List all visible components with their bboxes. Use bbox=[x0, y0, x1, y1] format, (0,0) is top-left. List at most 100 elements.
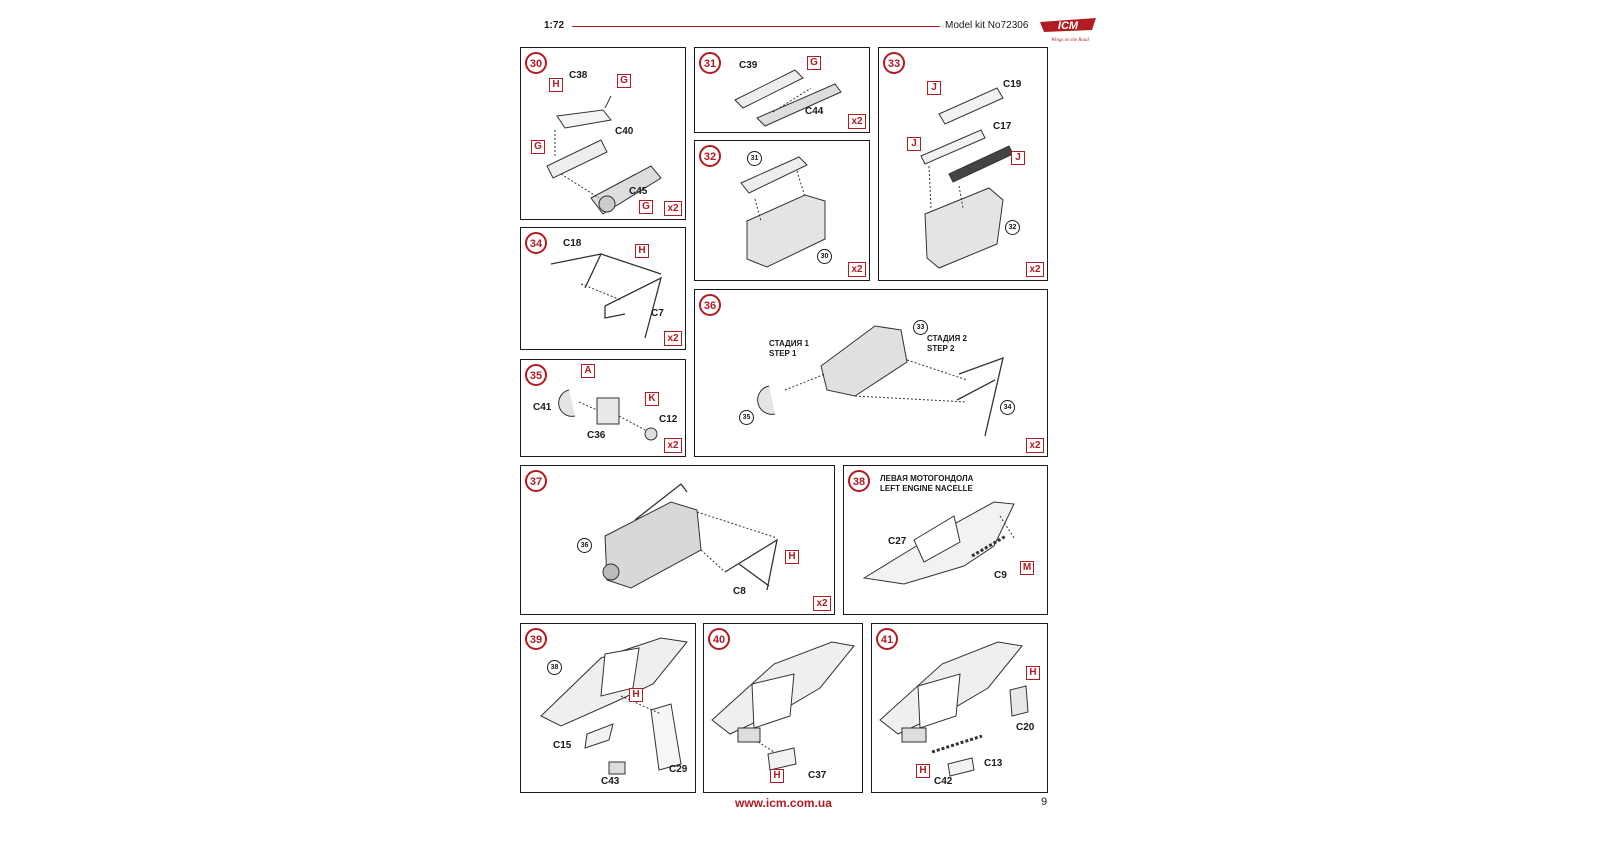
step-reference: 38 bbox=[547, 660, 562, 675]
step-number: 31 bbox=[699, 52, 721, 74]
part-label: C29 bbox=[669, 764, 688, 775]
multiplier-badge: x2 bbox=[1026, 438, 1044, 453]
svg-text:ICM: ICM bbox=[1058, 20, 1079, 32]
part-label: C37 bbox=[808, 770, 827, 781]
sprue-label: J bbox=[927, 81, 941, 95]
step-reference: 33 bbox=[913, 320, 928, 335]
step-number: 41 bbox=[876, 628, 898, 650]
part-label: C18 bbox=[563, 238, 582, 249]
sprue-label: M bbox=[1020, 561, 1034, 575]
part-label: C38 bbox=[569, 70, 588, 81]
step-reference: 30 bbox=[817, 249, 832, 264]
sprue-label: J bbox=[1011, 151, 1025, 165]
step-39-illustration bbox=[540, 637, 688, 775]
multiplier-badge: x2 bbox=[848, 262, 866, 277]
sprue-label: H bbox=[629, 688, 643, 702]
scale-label: 1:72 bbox=[544, 20, 565, 31]
part-label: C9 bbox=[994, 570, 1007, 581]
step-41-panel: 41 C20 C13 C42 H H bbox=[871, 623, 1048, 793]
step-32-illustration bbox=[740, 156, 826, 268]
step-reference: 32 bbox=[1005, 220, 1020, 235]
multiplier-badge: x2 bbox=[848, 114, 866, 129]
part-label: C45 bbox=[629, 186, 648, 197]
header-rule bbox=[572, 26, 940, 27]
step-number: 38 bbox=[848, 470, 870, 492]
part-label: C13 bbox=[984, 758, 1003, 769]
step-35-panel: 35 C41 C36 C12 A K x2 bbox=[520, 359, 686, 457]
step-40-panel: 40 C37 H bbox=[703, 623, 863, 793]
step-reference: 35 bbox=[739, 410, 754, 425]
sprue-label: G bbox=[807, 56, 821, 70]
multiplier-badge: x2 bbox=[664, 201, 682, 216]
step-number: 35 bbox=[525, 364, 547, 386]
part-label: C27 bbox=[888, 536, 907, 547]
sprue-label: H bbox=[770, 769, 784, 783]
step-41-illustration bbox=[879, 641, 1029, 777]
step-39-panel: 39 38 C15 C43 C29 H bbox=[520, 623, 696, 793]
step-30-illustration bbox=[546, 95, 662, 215]
svg-text:Wings on the Road: Wings on the Road bbox=[1051, 38, 1089, 43]
multiplier-badge: x2 bbox=[813, 596, 831, 611]
sprue-label: G bbox=[639, 200, 653, 214]
step-34-illustration bbox=[550, 253, 662, 339]
part-label: C20 bbox=[1016, 722, 1035, 733]
step-number: 34 bbox=[525, 232, 547, 254]
part-label: C17 bbox=[993, 121, 1012, 132]
step-reference: 34 bbox=[1000, 400, 1015, 415]
part-label: C36 bbox=[587, 430, 606, 441]
step-34-panel: 34 C18 C7 H x2 bbox=[520, 227, 686, 350]
step-number: 36 bbox=[699, 294, 721, 316]
model-number: Model kit No72306 bbox=[945, 20, 1029, 31]
part-label: C40 bbox=[615, 126, 634, 137]
sprue-label: G bbox=[531, 140, 545, 154]
sprue-label: A bbox=[581, 364, 595, 378]
sprue-label: J bbox=[907, 137, 921, 151]
page-number: 9 bbox=[1041, 796, 1048, 808]
step-33-illustration bbox=[920, 87, 1014, 269]
sprue-label: H bbox=[1026, 666, 1040, 680]
step-number: 39 bbox=[525, 628, 547, 650]
step-reference: 31 bbox=[747, 151, 762, 166]
sprue-label: H bbox=[635, 244, 649, 258]
multiplier-badge: x2 bbox=[664, 331, 682, 346]
part-label: C43 bbox=[601, 776, 620, 787]
part-label: C7 bbox=[651, 308, 664, 319]
icm-logo-icon: ICM Wings on the Road bbox=[1040, 18, 1096, 43]
step-31-panel: 31 C39 C44 G x2 bbox=[694, 47, 870, 133]
website-link[interactable]: www.icm.com.ua bbox=[735, 796, 832, 810]
multiplier-badge: x2 bbox=[1026, 262, 1044, 277]
step-32-panel: 32 31 30 x2 bbox=[694, 140, 870, 281]
step-36-illustration bbox=[757, 325, 1004, 437]
part-label: C12 bbox=[659, 414, 678, 425]
step-40-illustration bbox=[711, 641, 855, 771]
step-number: 30 bbox=[525, 52, 547, 74]
step-33-panel: 33 C19 C17 J J J 32 x2 bbox=[878, 47, 1048, 281]
sprue-label: G bbox=[617, 74, 631, 88]
part-label: C19 bbox=[1003, 79, 1022, 90]
instruction-page: 1:72 Model kit No72306 ICM Wings on the … bbox=[520, 14, 1100, 846]
part-label: C42 bbox=[934, 776, 953, 787]
step-number: 37 bbox=[525, 470, 547, 492]
step-37-panel: 37 36 C8 H x2 bbox=[520, 465, 835, 615]
sprue-label: K bbox=[645, 392, 659, 406]
step-number: 40 bbox=[708, 628, 730, 650]
step-number: 32 bbox=[699, 145, 721, 167]
part-label: C8 bbox=[733, 586, 746, 597]
step-number: 33 bbox=[883, 52, 905, 74]
part-label: C39 bbox=[739, 60, 758, 71]
sprue-label: H bbox=[916, 764, 930, 778]
sprue-label: H bbox=[785, 550, 799, 564]
part-label: C44 bbox=[805, 106, 824, 117]
step-35-illustration bbox=[558, 389, 658, 441]
sprue-label: H bbox=[549, 78, 563, 92]
part-label: C15 bbox=[553, 740, 572, 751]
step-reference: 36 bbox=[577, 538, 592, 553]
part-label: C41 bbox=[533, 402, 552, 413]
step-38-illustration bbox=[862, 501, 1015, 585]
multiplier-badge: x2 bbox=[664, 438, 682, 453]
